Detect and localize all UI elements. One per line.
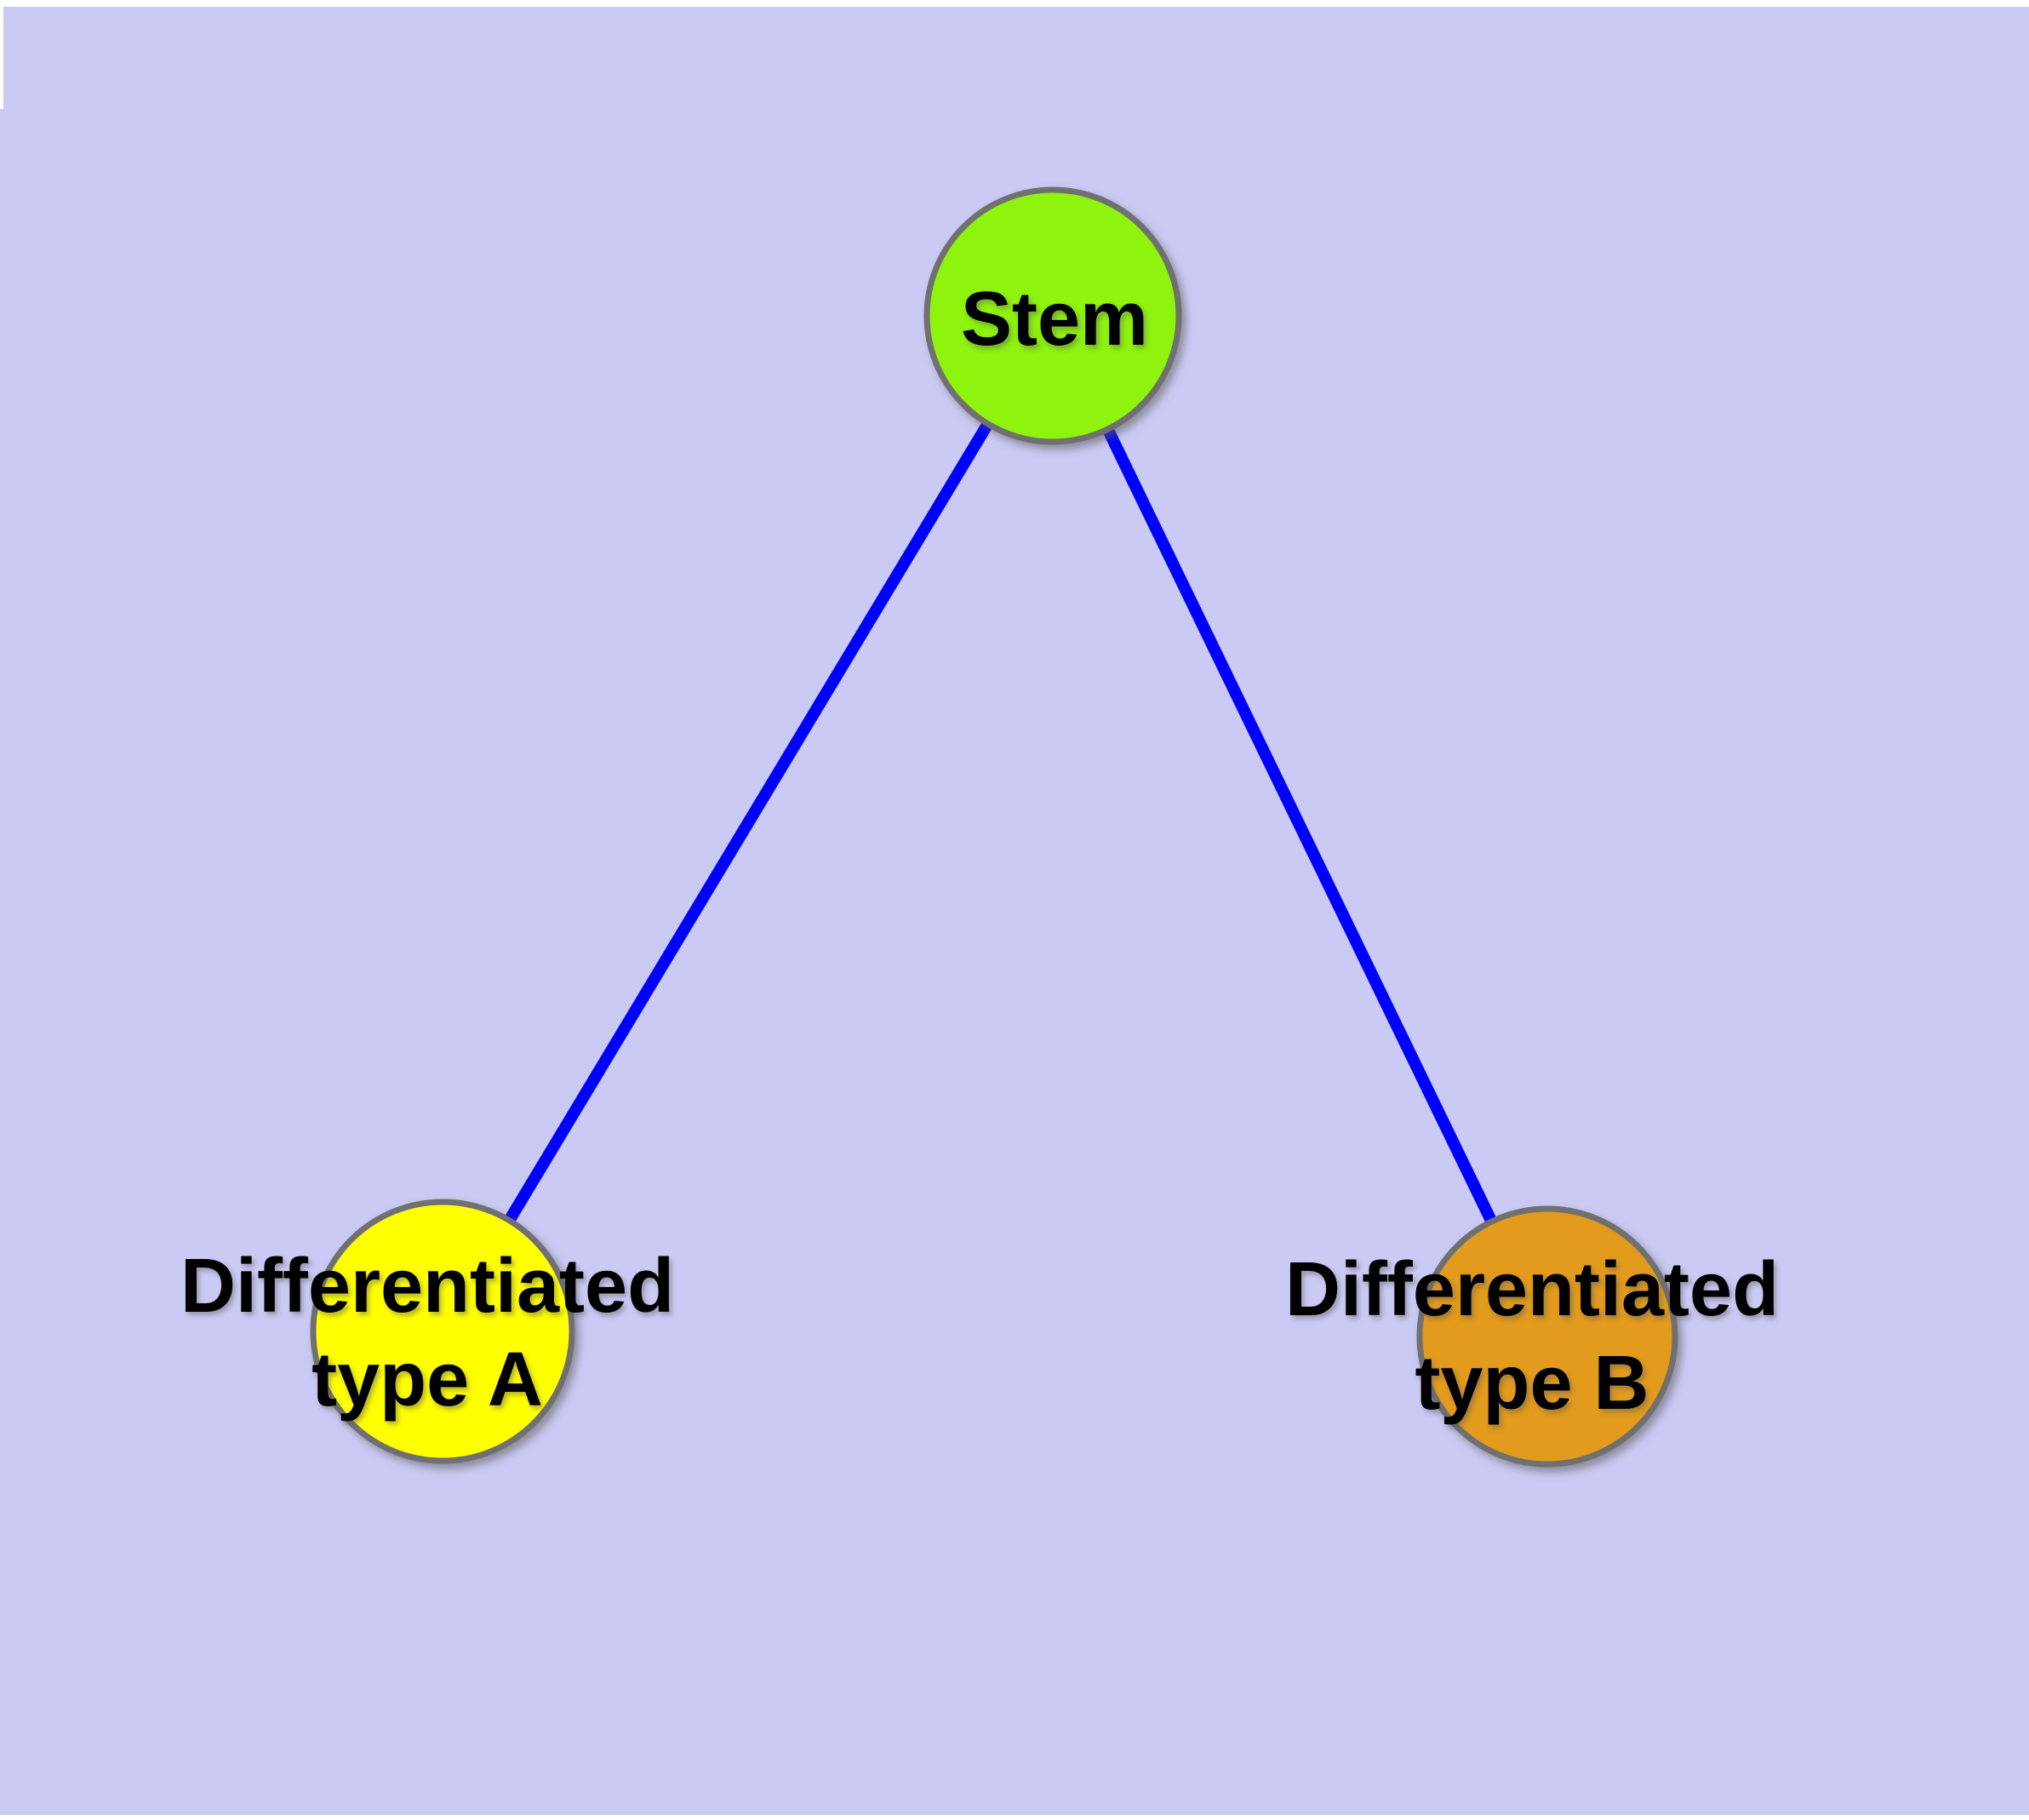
edge-stem-to-type-a	[437, 312, 1058, 1335]
edge-stem-to-type-b	[1047, 312, 1553, 1340]
node-label-line: type A	[311, 1337, 543, 1422]
node-label-stem: Stem	[961, 272, 1148, 366]
node-stem[interactable]	[923, 186, 1182, 445]
node-label-line: Stem	[960, 277, 1149, 362]
node-differentiated-type-a[interactable]	[310, 1199, 575, 1464]
node-label-line: type B	[1415, 1341, 1649, 1426]
node-label-differentiated-type-b: Differentiated type B	[1285, 1243, 1779, 1430]
node-label-differentiated-type-a: Differentiated type A	[180, 1239, 674, 1427]
node-label-line: Differentiated	[180, 1244, 675, 1329]
node-label-line: Differentiated	[1284, 1247, 1780, 1332]
node-differentiated-type-b[interactable]	[1416, 1205, 1678, 1468]
page-margin	[0, 7, 3, 109]
